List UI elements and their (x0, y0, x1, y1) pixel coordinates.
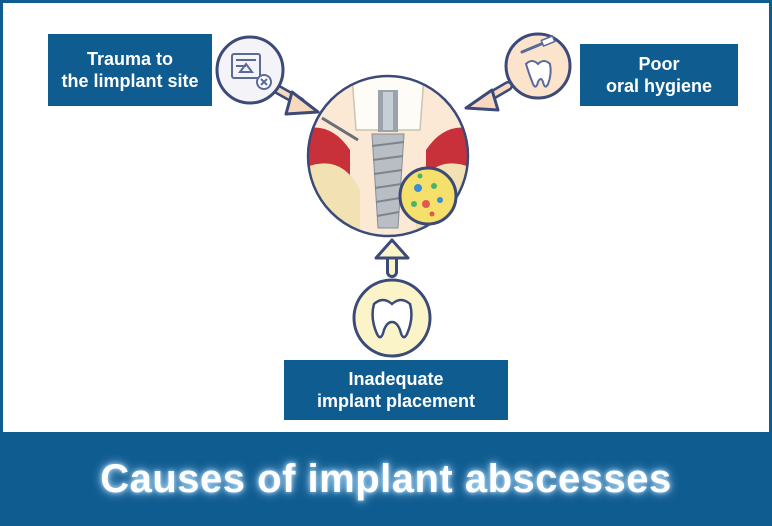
site-trauma-icon (215, 35, 285, 105)
cause-trauma-line-2: the limplant site (61, 71, 199, 91)
cause-hygiene-label: Poor oral hygiene (580, 44, 738, 106)
cause-placement-line-2: implant placement (316, 391, 476, 411)
cause-placement-label: Inadequate implant placement (284, 360, 508, 420)
tooth-icon (352, 278, 432, 358)
cause-hygiene-line-2: oral hygiene (605, 76, 713, 96)
cause-trauma-label: Trauma to the limplant site (48, 34, 212, 106)
cause-placement-line-1: Inadequate (348, 369, 444, 389)
cause-trauma-line-1: Trauma to (86, 49, 174, 69)
page-title: Causes of implant abscesses (100, 456, 672, 501)
cause-hygiene-line-1: Poor (638, 54, 680, 74)
toothbrush-tooth-icon (504, 32, 572, 100)
diagram-artwork (215, 32, 572, 358)
placement-arrow (374, 238, 410, 278)
hygiene-arrow (464, 81, 513, 112)
footer-banner: Causes of implant abscesses (0, 432, 772, 526)
dental-implant-abscess-illustration (306, 74, 470, 238)
